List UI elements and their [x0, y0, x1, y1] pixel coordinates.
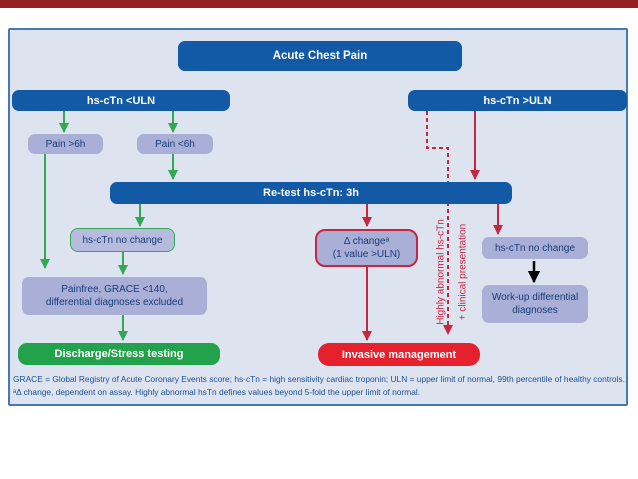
- footnote: GRACE = Global Registry of Acute Coronar…: [13, 373, 625, 400]
- node-hsctn-below-uln-label: hs-cTn <ULN: [86, 94, 156, 107]
- footnote-line2: ᵃΔ change, dependent on assay. Highly ab…: [13, 387, 421, 398]
- node-hsctn-below-uln: hs-cTn <ULN: [12, 90, 230, 111]
- top-red-stripe: [0, 0, 638, 8]
- node-acute-chest-pain-label: Acute Chest Pain: [272, 50, 368, 62]
- node-painfree-line2: differential diagnoses excluded: [45, 297, 184, 308]
- node-invasive-management: Invasive management: [318, 343, 480, 366]
- node-no-change-right: hs-cTn no change: [482, 237, 588, 259]
- node-invasive-label: Invasive management: [341, 348, 457, 361]
- node-painfree-line1: Painfree, GRACE <140,: [61, 283, 168, 295]
- node-pain-over-6h-label: Pain >6h: [45, 138, 86, 150]
- node-delta-change: Δ changeᵃ (1 value >ULN): [315, 229, 418, 267]
- node-delta-change-line2: (1 value >ULN): [332, 249, 401, 260]
- node-hsctn-above-uln: hs-cTn >ULN: [408, 90, 627, 111]
- node-delta-change-line1: Δ changeᵃ: [343, 235, 390, 247]
- dashed-arrow-highly-abnormal: [426, 111, 453, 335]
- vertical-label-highly-abnormal: Highly abnormal hs-cTn: [435, 219, 447, 325]
- footnote-line1: GRACE = Global Registry of Acute Coronar…: [13, 374, 625, 384]
- vertical-label-clinical-presentation: + clinical presentation: [457, 223, 469, 321]
- node-retest: Re-test hs-cTn: 3h: [110, 182, 512, 204]
- node-no-change-left: hs-cTn no change: [70, 228, 175, 252]
- node-workup-line1: Work-up differential: [491, 291, 579, 303]
- node-no-change-left-label: hs-cTn no change: [82, 234, 163, 246]
- node-painfree-grace: Painfree, GRACE <140, differential diagn…: [22, 277, 207, 315]
- node-retest-label: Re-test hs-cTn: 3h: [263, 187, 359, 199]
- node-acute-chest-pain: Acute Chest Pain: [178, 41, 462, 71]
- node-discharge-stress-testing: Discharge/Stress testing: [18, 343, 220, 365]
- node-no-change-right-label: hs-cTn no change: [494, 242, 576, 254]
- node-hsctn-above-uln-label: hs-cTn >ULN: [483, 94, 552, 107]
- node-workup-differential: Work-up differential diagnoses: [482, 285, 588, 323]
- node-pain-under-6h-label: Pain <6h: [155, 138, 195, 150]
- node-workup-line2: diagnoses: [512, 305, 558, 316]
- node-discharge-label: Discharge/Stress testing: [54, 348, 184, 360]
- node-pain-over-6h: Pain >6h: [28, 134, 103, 154]
- node-pain-under-6h: Pain <6h: [137, 134, 213, 154]
